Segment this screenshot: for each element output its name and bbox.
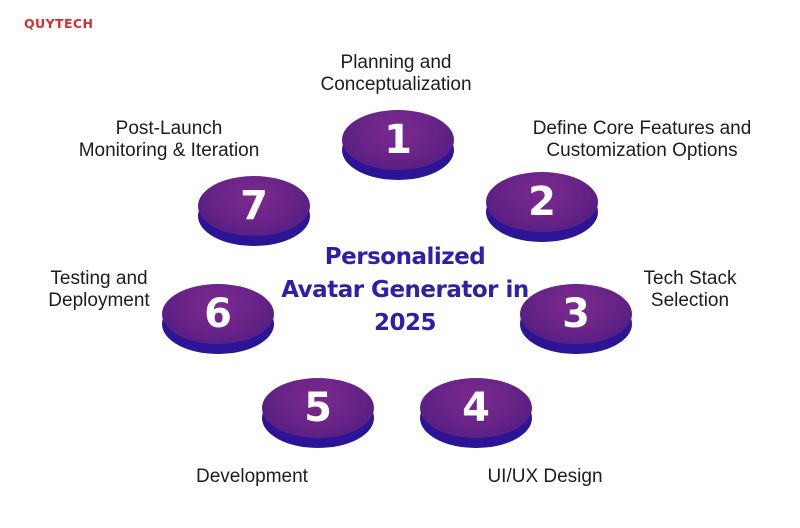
title-line-3: 2025 (373, 310, 437, 336)
disc-top: 7 (198, 176, 310, 236)
disc-top: 1 (342, 110, 454, 170)
step-4-label-line-1: UI/UX Design (487, 466, 603, 487)
step-5-disc: 5 (262, 378, 374, 454)
disc-top: 2 (486, 172, 598, 232)
step-5-label: Development (182, 466, 322, 488)
step-1-label-line-2: Conceptualization (320, 74, 472, 95)
step-7-label-line-1: Post-Launch (115, 118, 223, 139)
step-3-label-line-1: Tech Stack (643, 268, 737, 289)
step-3-label: Tech Stack Selection (632, 268, 748, 312)
step-1-label: Planning and Conceptualization (296, 52, 496, 96)
step-6-disc: 6 (162, 284, 274, 360)
step-7-label-line-2: Monitoring & Iteration (78, 140, 260, 161)
step-3-disc: 3 (520, 284, 632, 360)
quytech-logo: QUYTECH (24, 16, 94, 31)
step-2-label: Define Core Features and Customization O… (522, 118, 762, 162)
step-4-label: UI/UX Design (470, 466, 620, 488)
step-3-label-line-2: Selection (650, 290, 730, 311)
step-number: 4 (462, 385, 490, 431)
step-2-label-line-1: Define Core Features and (532, 118, 752, 139)
title-line-1: Personalized (324, 244, 486, 270)
disc-top: 3 (520, 284, 632, 344)
step-6-label-line-1: Testing and (50, 268, 148, 289)
step-6-label-line-2: Deployment (48, 290, 150, 311)
step-number: 6 (204, 291, 232, 337)
step-number: 2 (528, 179, 556, 225)
step-number: 3 (562, 291, 590, 337)
step-1-disc: 1 (342, 110, 454, 186)
title-line-2: Avatar Generator in (281, 277, 529, 303)
step-2-disc: 2 (486, 172, 598, 248)
diagram-title: Personalized Avatar Generator in 2025 (270, 241, 540, 340)
step-1-label-line-1: Planning and (340, 52, 452, 73)
step-number: 7 (240, 183, 268, 229)
step-4-disc: 4 (420, 378, 532, 454)
disc-top: 6 (162, 284, 274, 344)
step-number: 5 (304, 385, 332, 431)
step-5-label-line-1: Development (196, 466, 308, 487)
disc-top: 4 (420, 378, 532, 438)
step-2-label-line-2: Customization Options (546, 140, 738, 161)
step-number: 1 (384, 117, 412, 163)
step-7-disc: 7 (198, 176, 310, 252)
disc-top: 5 (262, 378, 374, 438)
step-6-label: Testing and Deployment (36, 268, 162, 312)
step-7-label: Post-Launch Monitoring & Iteration (64, 118, 274, 162)
